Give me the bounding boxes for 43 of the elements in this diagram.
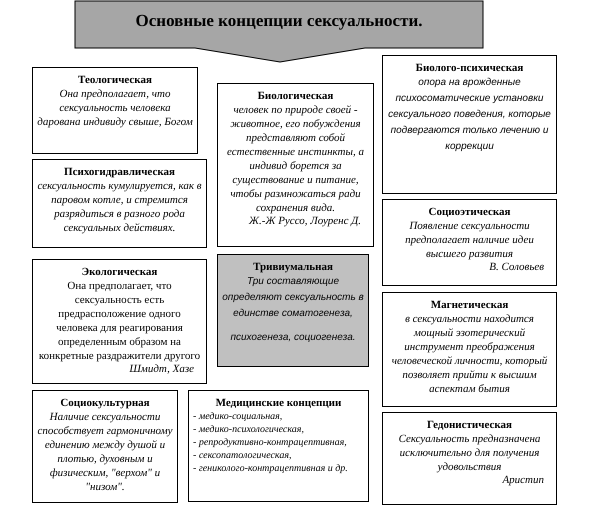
concept-box [32, 390, 178, 503]
concept-heading: Магнетическая [430, 299, 510, 312]
concept-box [217, 254, 369, 367]
concept-description: Сексуальность предназначена исключительно для получения удовольствия [398, 432, 542, 474]
concept-description: Наличие сексуальности способствует гармоничному единению между душой и плотью, духовным и физическим, "верхом" и "низом". [37, 410, 173, 494]
list-item: - гениколого-контрацептивная и др. [193, 462, 349, 475]
concept-box [32, 159, 207, 248]
list-item: - сексопатологическая, [193, 449, 293, 462]
concept-description: опора на врожденные психосоматические установки сексуального поведения, которые подвергаются только лечению и коррекции [387, 76, 552, 154]
author-name: Шмидт, Хазе [128, 363, 195, 376]
author-name: Ж.-Ж Руссо, Лоуренс Д. [248, 215, 362, 228]
list-item: - медико-психологическая, [193, 423, 305, 436]
concept-description: Появление сексуальности предполагает наличие идеи высшего развития [404, 219, 535, 261]
concept-description: психогенеза, социогенеза. [229, 331, 357, 345]
concept-description: Она предполагает, что сексуальность человека дарована индивиду свыше, Богом [37, 87, 193, 129]
concept-box [382, 292, 557, 407]
list-item: - медико-социальная, [193, 410, 284, 423]
concept-box [32, 67, 198, 154]
concept-heading: Теологическая [77, 74, 153, 87]
concept-heading: Социоэтическая [428, 206, 512, 219]
concept-box [188, 390, 369, 502]
concept-description: Три составляющие определяют сексуальность в единстве соматогенеза, [222, 275, 364, 321]
concept-heading: Психогидравлическая [63, 166, 176, 179]
concept-box [382, 412, 557, 505]
author-name: Аристип [501, 474, 545, 487]
concept-description: человек по природе своей - животное, его побуждения представляют собой естественные инстинкты, а индивид борется за существование и питание, чтобы размножаться ради сохранения вида. [226, 103, 365, 215]
concept-heading: Тривиумальная [252, 261, 334, 274]
concept-heading: Гедонистическая [426, 419, 513, 432]
concept-heading: Биологическая [256, 90, 334, 103]
list-item: - репродуктивно-контрацептивная, [193, 436, 348, 449]
concept-box [217, 83, 374, 247]
concept-box [382, 55, 557, 194]
concept-heading: Экологическая [80, 266, 158, 279]
concept-description: Она предполагает, что сексуальность есть предрасположение одного человека для реагирования определенным образом на конкретные раздражители другого [38, 279, 202, 363]
title: Основные концепции сексуальности. [134, 10, 424, 32]
concept-box [32, 259, 207, 384]
author-name: В. Соловьев [488, 261, 545, 274]
concept-heading: Медицинские концепции [214, 397, 342, 410]
concept-heading: Социокультурная [59, 397, 151, 410]
concept-heading: Биолого-психическая [414, 62, 524, 75]
concept-description: в сексуальности находится мощный эзотерический инструмент преображения человеческой личности, который позволяет прийти к высшим аспектам бытия [390, 312, 548, 396]
concept-description: сексуальность кумулируется, как в паровом котле, и стремится разрядиться в разного рода сексуальных действиях. [37, 179, 202, 235]
concept-box [382, 199, 557, 286]
